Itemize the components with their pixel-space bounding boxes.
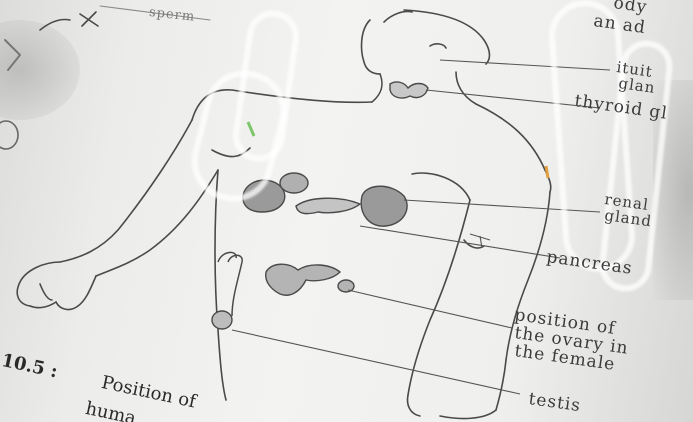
head-outline (404, 10, 490, 64)
uterus-ovary (266, 264, 340, 295)
thyroid-gland (390, 82, 428, 98)
leader-line (232, 330, 520, 394)
sperm-sketch (80, 12, 98, 26)
leader-line (348, 290, 512, 328)
testis (212, 311, 232, 329)
pancreas (296, 198, 360, 213)
sperm-sketch (40, 19, 70, 30)
kidney-right (361, 186, 407, 226)
head-outline (362, 20, 380, 74)
leader-line (360, 226, 560, 258)
